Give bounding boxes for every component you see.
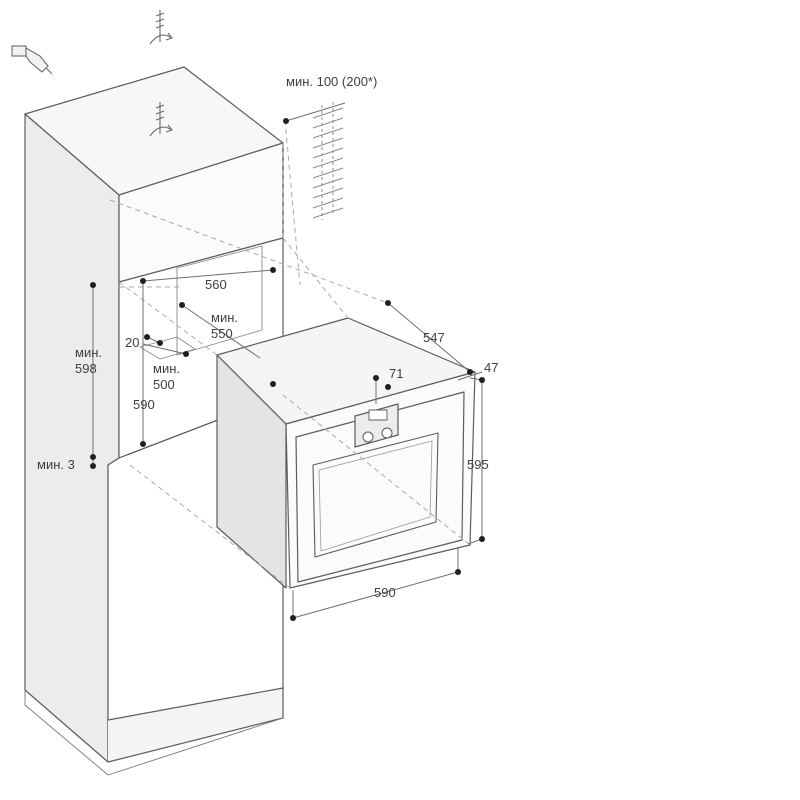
- niche-inner-shelf: [139, 336, 196, 360]
- label-oven-depth: 547: [423, 330, 445, 345]
- label-niche-height-min: мин.: [75, 345, 102, 360]
- cabinet-left-side: [24, 113, 120, 763]
- label-bottom-gap: мин. 3: [37, 457, 75, 472]
- oven-door-window: [312, 432, 439, 558]
- label-niche-height-value: 598: [75, 361, 97, 376]
- cabinet-plinth: [107, 687, 284, 763]
- label-niche-width: 560: [205, 277, 227, 292]
- label-niche-depth-value: 550: [211, 326, 233, 341]
- projection-lines: [109, 119, 471, 589]
- control-knob-left: [362, 431, 374, 443]
- control-knob-right: [381, 427, 393, 439]
- cabinet-plinth-side: [24, 690, 284, 776]
- oven-door-window-inner: [318, 440, 433, 552]
- label-vent-gap: мин. 100 (200*): [286, 74, 377, 89]
- control-display: [368, 409, 388, 421]
- wall-anchor-icon: [149, 102, 173, 137]
- label-niche-depth-min: мин.: [211, 310, 238, 325]
- dim-line-vent: [285, 102, 346, 122]
- dim-line-500: [142, 343, 187, 355]
- oven-front-face: [285, 371, 476, 589]
- dimension-markers: [90, 118, 485, 621]
- label-shelf-depth-min: мин.: [153, 361, 180, 376]
- dim-line-550: [181, 304, 261, 359]
- dim-line-47: [457, 371, 483, 381]
- label-oven-height: 595: [467, 457, 489, 472]
- label-gap-20: 20: [125, 335, 139, 350]
- ventilation-hatch: [312, 102, 344, 220]
- label-oven-width: 590: [374, 585, 396, 600]
- oven-door-frame: [295, 391, 465, 583]
- dim-line-547: [387, 302, 471, 373]
- niche-inner-back: [176, 245, 263, 356]
- wall-anchor-icon: [149, 10, 173, 45]
- label-niche-height-590: 590: [133, 397, 155, 412]
- label-control-panel: 71: [389, 366, 403, 381]
- oven-left-side: [216, 354, 287, 589]
- drill-icon: [11, 45, 53, 75]
- label-shelf-depth-value: 500: [153, 377, 175, 392]
- dim-line-590-width: [292, 571, 459, 619]
- label-front-depth: 47: [484, 360, 498, 375]
- dim-line-560: [142, 269, 274, 282]
- dimension-lines: [92, 102, 483, 619]
